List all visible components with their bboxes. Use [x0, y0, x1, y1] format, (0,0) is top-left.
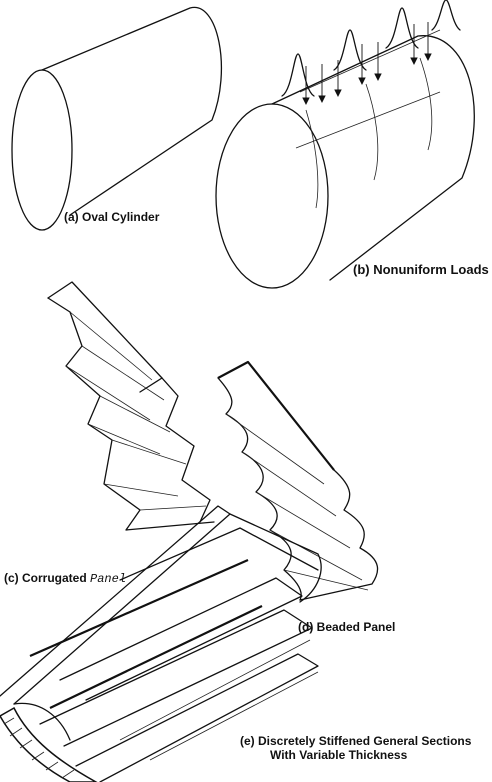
- caption-corrugated-panel: (c) Corrugated Panel: [4, 571, 126, 586]
- caption-nonuniform-loads: (b) Nonuniform Loads: [353, 262, 489, 277]
- caption-corrugated-main: (c) Corrugated: [4, 571, 91, 585]
- beaded-panel-drawing: [217, 360, 379, 601]
- caption-stiffened-line1: (e) Discretely Stiffened General Section…: [240, 734, 472, 748]
- caption-stiffened-line2: With Variable Thickness: [270, 748, 408, 762]
- oval-cylinder-drawing: [11, 6, 223, 231]
- stiffened-section-drawing: [0, 505, 322, 782]
- caption-oval-cylinder: (a) Oval Cylinder: [64, 210, 160, 224]
- loaded-cylinder-drawing: [215, 0, 475, 289]
- caption-beaded-panel: (d) Beaded Panel: [298, 620, 396, 634]
- corrugated-panel-drawing: [47, 281, 215, 531]
- caption-corrugated-tail: Panel: [90, 572, 127, 586]
